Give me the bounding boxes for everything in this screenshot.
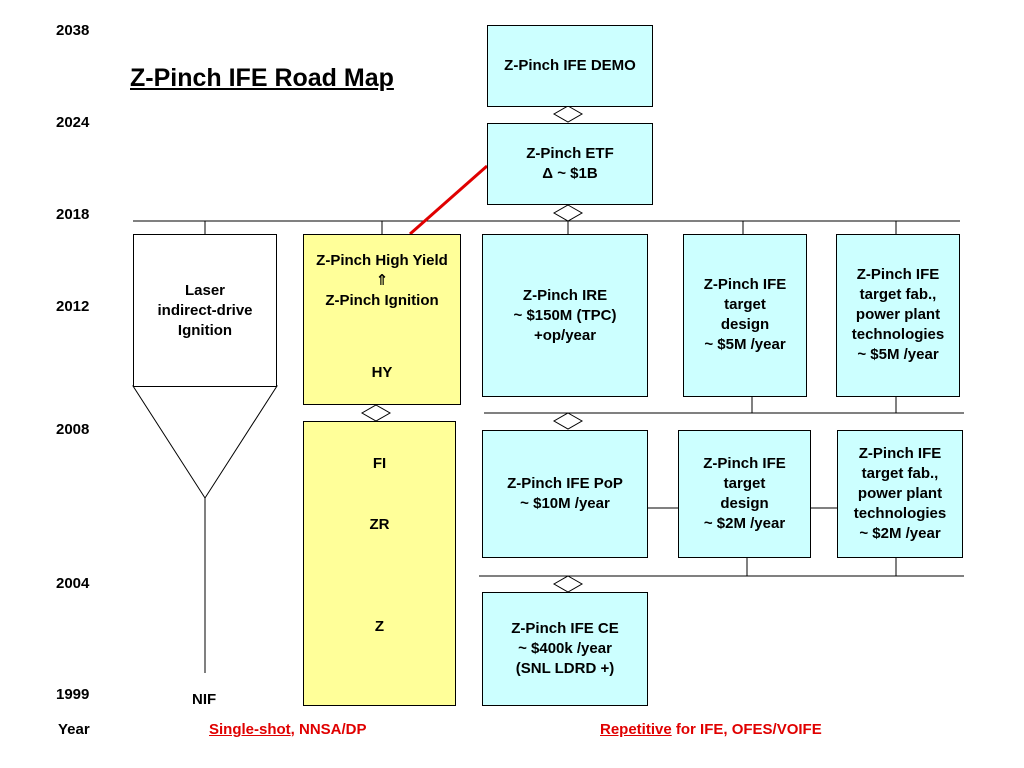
diamond-2018 [552,204,584,222]
laser-line2: indirect-drive [157,301,253,319]
tf5-cost: ~ $5M /year [857,346,939,363]
td2-line3: design [720,495,769,512]
year-2008: 2008 [56,421,90,438]
high-yield-label: Z-Pinch High Yield [316,252,448,269]
ce-box: Z-Pinch IFE CE ~ $400k /year (SNL LDRD +… [482,592,648,706]
target-fab-2m-box: Z-Pinch IFE target fab., power plant tec… [837,430,963,558]
repetitive-label: Repetitive [600,721,672,738]
ce-label: Z-Pinch IFE CE [511,620,619,637]
td2-line2: target [723,475,766,492]
year-2024: 2024 [56,114,90,131]
year-2012: 2012 [56,298,90,315]
page-title: Z-Pinch IFE Road Map [130,64,394,92]
tf2-line4: technologies [853,505,947,522]
year-2018: 2018 [56,206,90,223]
tf5-line2: target fab., [859,286,937,303]
laser-funnel [132,385,278,499]
z-program-box: FI ZR Z [303,421,456,706]
target-design-5m-box: Z-Pinch IFE target design ~ $5M /year [683,234,807,397]
tf5-line4: technologies [851,326,945,343]
laser-line3: Ignition [177,321,233,339]
tf5-line1: Z-Pinch IFE [856,266,940,283]
year-2004: 2004 [56,575,90,592]
demo-box: Z-Pinch IFE DEMO [487,25,653,107]
tf2-line2: target fab., [861,465,939,482]
ignition-label: Z-Pinch Ignition [325,292,439,309]
td2-line1: Z-Pinch IFE [703,455,786,472]
diamond-2004 [552,575,584,593]
diamond-demo-etf [552,105,584,123]
tf2-line1: Z-Pinch IFE [858,445,942,462]
td5-line3: design [720,316,770,333]
td5-line2: target [724,296,766,313]
diamond-hy-fi [360,404,392,422]
year-2038: 2038 [56,22,90,39]
td5-line1: Z-Pinch IFE [703,276,787,293]
hy-label: HY [371,364,393,381]
laser-box: Laser indirect-drive Ignition [133,234,277,387]
etf-box: Z-Pinch ETF Δ ~ $1B [487,123,653,205]
etf-label: Z-Pinch ETF [526,145,614,162]
tf2-cost: ~ $2M /year [859,525,941,542]
repetitive-footer: Repetitive for IFE, OFES/VOIFE [600,721,822,738]
z-label: Z [374,618,385,635]
pop-box: Z-Pinch IFE PoP ~ $10M /year [482,430,648,558]
ire-label: Z-Pinch IRE [522,287,608,304]
nnsa-label: , NNSA/DP [290,721,367,738]
diamond-2008 [552,412,584,430]
fi-label: FI [372,455,387,472]
ce-note: (SNL LDRD +) [515,660,615,677]
ire-box: Z-Pinch IRE ~ $150M (TPC) +op/year [482,234,648,397]
ife-label: for IFE, OFES/VOIFE [671,721,822,738]
target-fab-5m-box: Z-Pinch IFE target fab., power plant tec… [836,234,960,397]
laser-line1: Laser [184,281,226,299]
pop-label: Z-Pinch IFE PoP [507,475,623,492]
nif-label: NIF [192,691,217,708]
ce-cost: ~ $400k /year [518,640,612,657]
year-axis-label: Year [58,721,90,738]
etf-cost: Δ ~ $1B [542,165,598,182]
tf5-line3: power plant [855,306,941,323]
high-yield-box: Z-Pinch High Yield ⇑ Z-Pinch Ignition HY [303,234,461,405]
single-shot-label: Single-shot [209,721,291,738]
up-arrow-icon: ⇑ [375,272,389,289]
target-design-2m-box: Z-Pinch IFE target design ~ $2M /year [678,430,811,558]
td5-cost: ~ $5M /year [704,336,786,353]
single-shot-footer: Single-shot, NNSA/DP [209,721,367,738]
ire-op: +op/year [533,327,597,344]
ire-cost: ~ $150M (TPC) [513,307,617,324]
td2-cost: ~ $2M /year [703,515,786,532]
tf2-line3: power plant [857,485,943,502]
zr-label: ZR [369,516,390,533]
red-link-line [409,164,488,236]
demo-label: Z-Pinch IFE DEMO [504,57,636,74]
pop-cost: ~ $10M /year [520,495,610,512]
year-1999: 1999 [56,686,90,703]
